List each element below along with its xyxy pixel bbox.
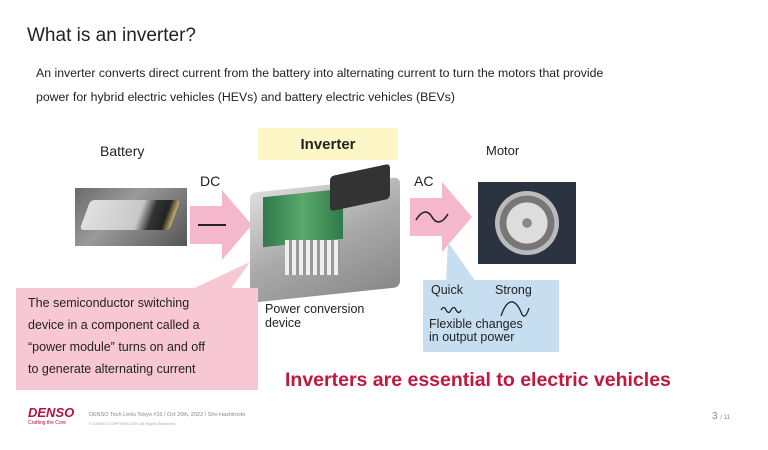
page-total: / 11 — [720, 415, 730, 421]
strong-label: Strong — [495, 283, 532, 297]
inverter-label-box: Inverter — [258, 128, 398, 160]
semiconductor-line-4: to generate alternating current — [28, 362, 196, 376]
output-callout: Quick Strong Flexible changes in output … — [423, 280, 559, 352]
semiconductor-callout: The semiconductor switching device in a … — [16, 288, 258, 390]
slide-title: What is an inverter? — [27, 25, 196, 46]
footer-meta: DENSO Tech Links Tokyo #16 / Oct 20th, 2… — [89, 412, 246, 418]
tagline: Inverters are essential to electric vehi… — [285, 369, 671, 391]
output-text: Flexible changes in output power — [429, 318, 523, 344]
denso-logo: DENSO — [28, 405, 75, 420]
pink-callout-pointer — [190, 262, 250, 290]
waveform-icon — [440, 301, 530, 317]
page-current: 3 — [712, 411, 718, 422]
subtitle-line-2: power for hybrid electric vehicles (HEVs… — [36, 90, 455, 104]
page-number: 3 / 11 — [712, 411, 730, 422]
semiconductor-line-3: “power module” turns on and off — [28, 340, 205, 354]
battery-label: Battery — [100, 143, 145, 159]
footer-copyright: © DENSO CORPORATION. All Rights Reserved… — [89, 421, 177, 426]
inverter-image — [245, 163, 410, 303]
inverter-label: Inverter — [300, 136, 356, 153]
motor-label: Motor — [486, 143, 520, 158]
quick-label: Quick — [431, 283, 463, 297]
ac-arrow — [410, 182, 472, 252]
blue-callout-pointer — [446, 242, 476, 282]
battery-image — [75, 188, 187, 246]
output-text-line-2: in output power — [429, 330, 515, 344]
device-caption-line-1: Power conversion — [265, 302, 365, 316]
device-caption-line-2: device — [265, 316, 302, 330]
device-caption: Power conversion device — [265, 302, 364, 330]
semiconductor-line-1: The semiconductor switching — [28, 296, 190, 310]
dc-arrow — [190, 190, 252, 260]
subtitle-line-1: An inverter converts direct current from… — [36, 66, 604, 80]
motor-image — [478, 182, 576, 264]
ac-label: AC — [414, 173, 434, 189]
dc-label: DC — [200, 173, 221, 189]
logo-tagline: Crafting the Core — [28, 420, 67, 426]
semiconductor-line-2: device in a component called a — [28, 318, 200, 332]
output-text-line-1: Flexible changes — [429, 317, 523, 331]
